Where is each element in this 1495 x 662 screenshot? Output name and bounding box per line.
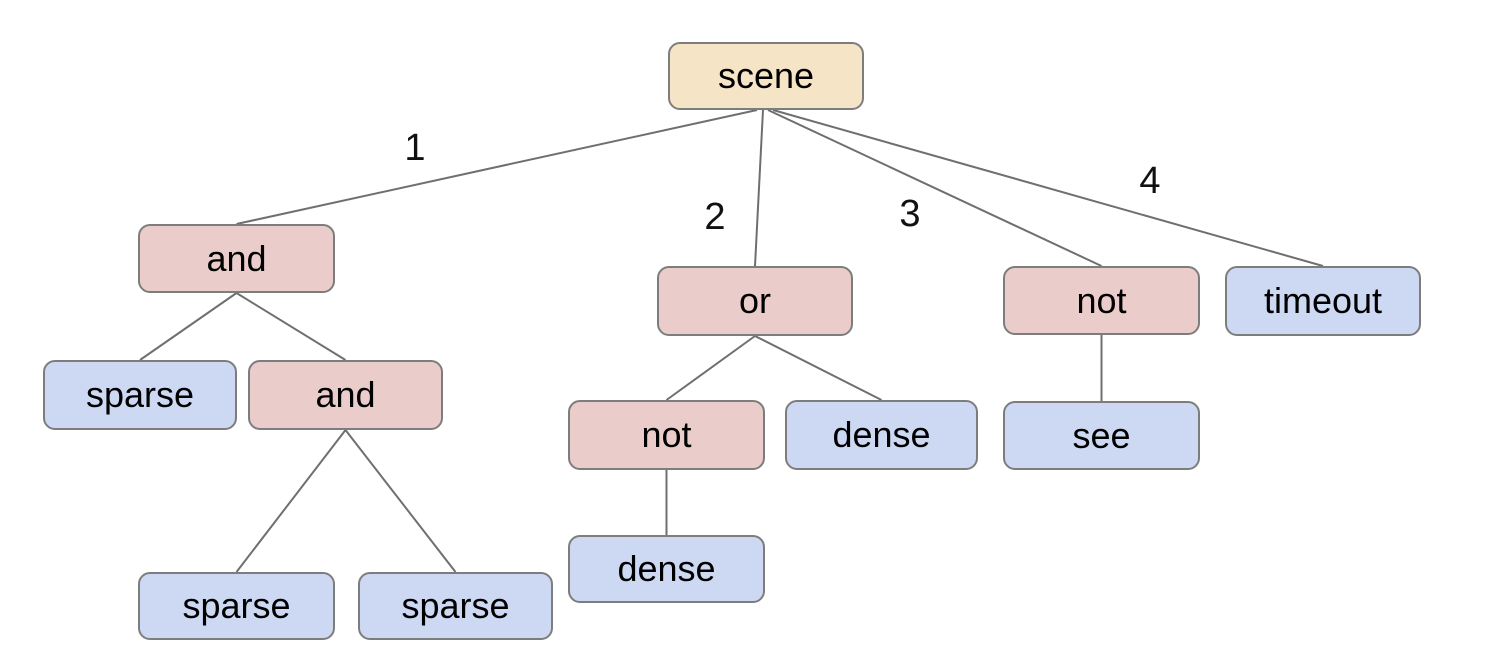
node-label: timeout [1263,280,1383,321]
edge-label-4: 4 [1139,160,1160,202]
node-label: sparse [182,585,291,626]
node-label: not [641,414,692,455]
edge-or1-not2 [665,335,756,401]
edge-scene-not1 [767,109,1102,267]
edge-scene-timeout1 [772,109,1324,267]
node-label: or [738,280,771,321]
node-dense-dense2: dense [568,535,765,603]
node-label: and [315,374,376,415]
edge-and1-and2 [235,292,347,361]
node-timeout-timeout1: timeout [1225,266,1421,336]
node-scene-scene: scene [668,42,864,110]
node-label: dense [617,548,716,589]
node-sparse-sparse1: sparse [43,360,237,430]
node-not-not1: not [1003,266,1200,335]
node-and-and2: and [248,360,443,430]
edge-and2-sparse3 [344,429,457,573]
edge-scene-and1 [236,109,758,225]
node-label: dense [832,414,931,455]
node-sparse-sparse3: sparse [358,572,553,640]
node-label: scene [717,55,815,96]
edge-label-2: 2 [704,196,725,238]
node-sparse-sparse2: sparse [138,572,335,640]
node-see-see1: see [1003,401,1200,470]
node-and-and1: and [138,224,335,293]
node-label: and [206,237,267,279]
edge-and1-sparse1 [139,292,238,361]
node-not-not2: not [568,400,765,470]
node-dense-dense1: dense [785,400,978,470]
edge-label-3: 3 [899,193,920,235]
edge-and2-sparse2 [235,429,347,573]
edge-label-1: 1 [404,127,425,169]
node-label: sparse [85,374,195,415]
node-label: see [1072,414,1131,456]
edge-scene-or1 [754,109,764,267]
node-label: sparse [401,585,510,626]
node-label: not [1076,279,1127,321]
node-or-or1: or [657,266,853,336]
edge-or1-dense1 [754,335,882,401]
